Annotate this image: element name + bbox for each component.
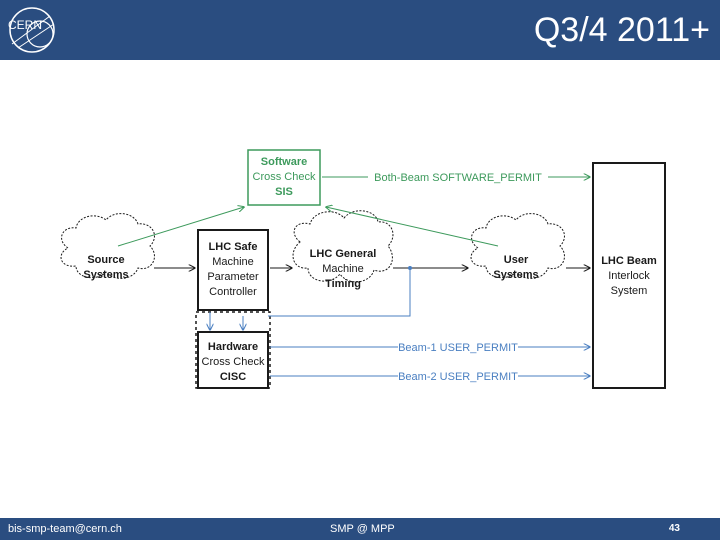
user-line2: Systems [493,269,538,281]
sw-permit-label: Both-Beam SOFTWARE_PERMIT [374,172,542,184]
source-systems-cloud: Source Systems [60,213,155,281]
smp-line2: Machine [212,256,254,268]
timing-tap-dot [408,266,412,270]
timing-line3: Timing [325,278,361,290]
logo-text: CERN [8,18,42,32]
bis-line2: Interlock [608,270,650,282]
sis-line1: Software [261,156,307,168]
sis-line3: SIS [275,186,293,198]
timing-to-cisc-path [268,268,411,317]
source-line1: Source [87,254,124,266]
timing-cloud: LHC General Machine Timing [292,210,394,290]
footer-email: bis-smp-team@cern.ch [8,523,122,535]
sis-line2: Cross Check [253,171,316,183]
cisc-line3: CISC [220,371,246,383]
smp-line1: LHC Safe [209,241,258,253]
footer-center: SMP @ MPP [330,523,395,535]
timing-line2: Machine [322,263,364,275]
beam2-permit-label: Beam-2 USER_PERMIT [398,371,518,383]
user-systems-cloud: User Systems [470,213,565,281]
beam1-permit-label: Beam-1 USER_PERMIT [398,342,518,354]
timing-line1: LHC General [310,248,377,260]
sis-box: Software Cross Check SIS [247,149,321,206]
cern-logo: CERN [8,7,55,53]
smp-line3: Parameter [207,271,259,283]
cisc-box: Hardware Cross Check CISC [195,311,271,389]
beam-interlock-box: LHC Beam Interlock System [592,162,666,389]
arrow-source-to-sis [117,207,244,247]
cisc-line2: Cross Check [202,356,265,368]
smp-controller-box: LHC Safe Machine Parameter Controller [197,229,269,311]
bis-line1: LHC Beam [601,255,657,267]
footer-bar: bis-smp-team@cern.ch SMP @ MPP 43 [0,518,720,540]
cisc-line1: Hardware [208,341,258,353]
smp-line4: Controller [209,286,257,298]
page-number: 43 [668,523,680,534]
source-line2: Systems [83,269,128,281]
arrow-user-to-sis [326,207,499,247]
user-line1: User [504,254,529,266]
slide-title: Q3/4 2011+ [533,11,710,49]
permit-diagram: Software Cross Check SIS Source Systems … [60,149,666,389]
title-bar: CERN Q3/4 2011+ [0,0,720,60]
bis-line3: System [611,285,648,297]
